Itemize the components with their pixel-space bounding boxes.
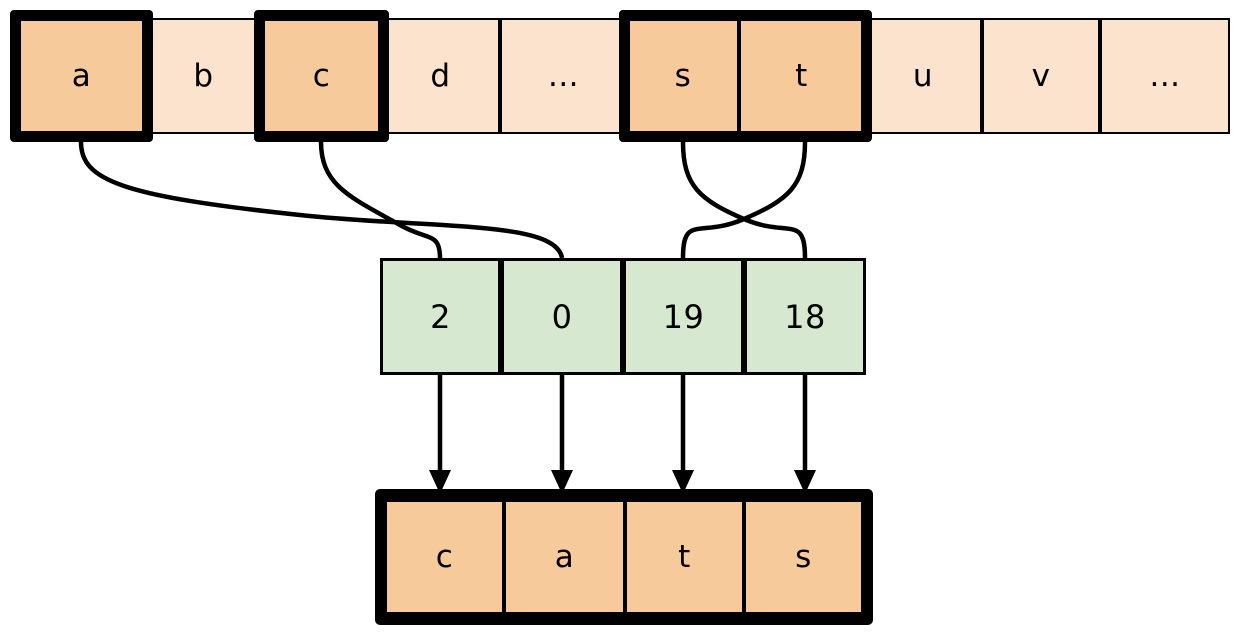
- output-cell-3[interactable]: t: [625, 500, 744, 614]
- alphabet-cell-label: a: [71, 57, 92, 94]
- index-cell-value: 0: [551, 297, 573, 336]
- alphabet-cell-t[interactable]: t: [739, 18, 864, 134]
- alphabet-cell-label: ...: [1149, 57, 1181, 94]
- output-cell-2[interactable]: a: [504, 500, 625, 614]
- index-cell-1[interactable]: 2: [380, 258, 501, 375]
- alphabet-cell-label: ...: [547, 57, 580, 94]
- alphabet-cell-label: b: [193, 57, 214, 94]
- alphabet-cell-ellipsis-2[interactable]: ...: [1100, 18, 1230, 134]
- output-cell-label: c: [435, 538, 454, 575]
- alphabet-cell-label: t: [795, 57, 808, 94]
- alphabet-cell-label: c: [312, 57, 331, 94]
- alphabet-cell-u[interactable]: u: [864, 18, 982, 134]
- output-cell-4[interactable]: s: [744, 500, 863, 614]
- index-cell-2[interactable]: 0: [501, 258, 623, 375]
- alphabet-cell-v[interactable]: v: [982, 18, 1100, 134]
- alphabet-cell-d[interactable]: d: [381, 18, 500, 134]
- alphabet-cell-label: u: [912, 57, 934, 94]
- index-cell-value: 19: [662, 297, 705, 336]
- index-cell-3[interactable]: 19: [623, 258, 744, 375]
- alphabet-cell-label: v: [1031, 57, 1051, 94]
- alphabet-row: a b c d ... s t u v ...: [0, 0, 1236, 150]
- alphabet-cell-c[interactable]: c: [262, 18, 381, 134]
- output-cell-label: t: [678, 538, 691, 575]
- index-cell-value: 18: [784, 297, 826, 336]
- output-cell-label: s: [795, 538, 812, 575]
- alphabet-cell-a[interactable]: a: [18, 18, 145, 134]
- alphabet-cell-s[interactable]: s: [627, 18, 739, 134]
- output-cell-label: a: [554, 538, 575, 575]
- alphabet-cell-label: s: [674, 57, 692, 94]
- output-cell-1[interactable]: c: [385, 500, 504, 614]
- alphabet-cell-label: d: [430, 57, 451, 94]
- alphabet-cell-ellipsis-1[interactable]: ...: [500, 18, 627, 134]
- index-cell-4[interactable]: 18: [744, 258, 866, 375]
- index-cell-value: 2: [430, 297, 451, 336]
